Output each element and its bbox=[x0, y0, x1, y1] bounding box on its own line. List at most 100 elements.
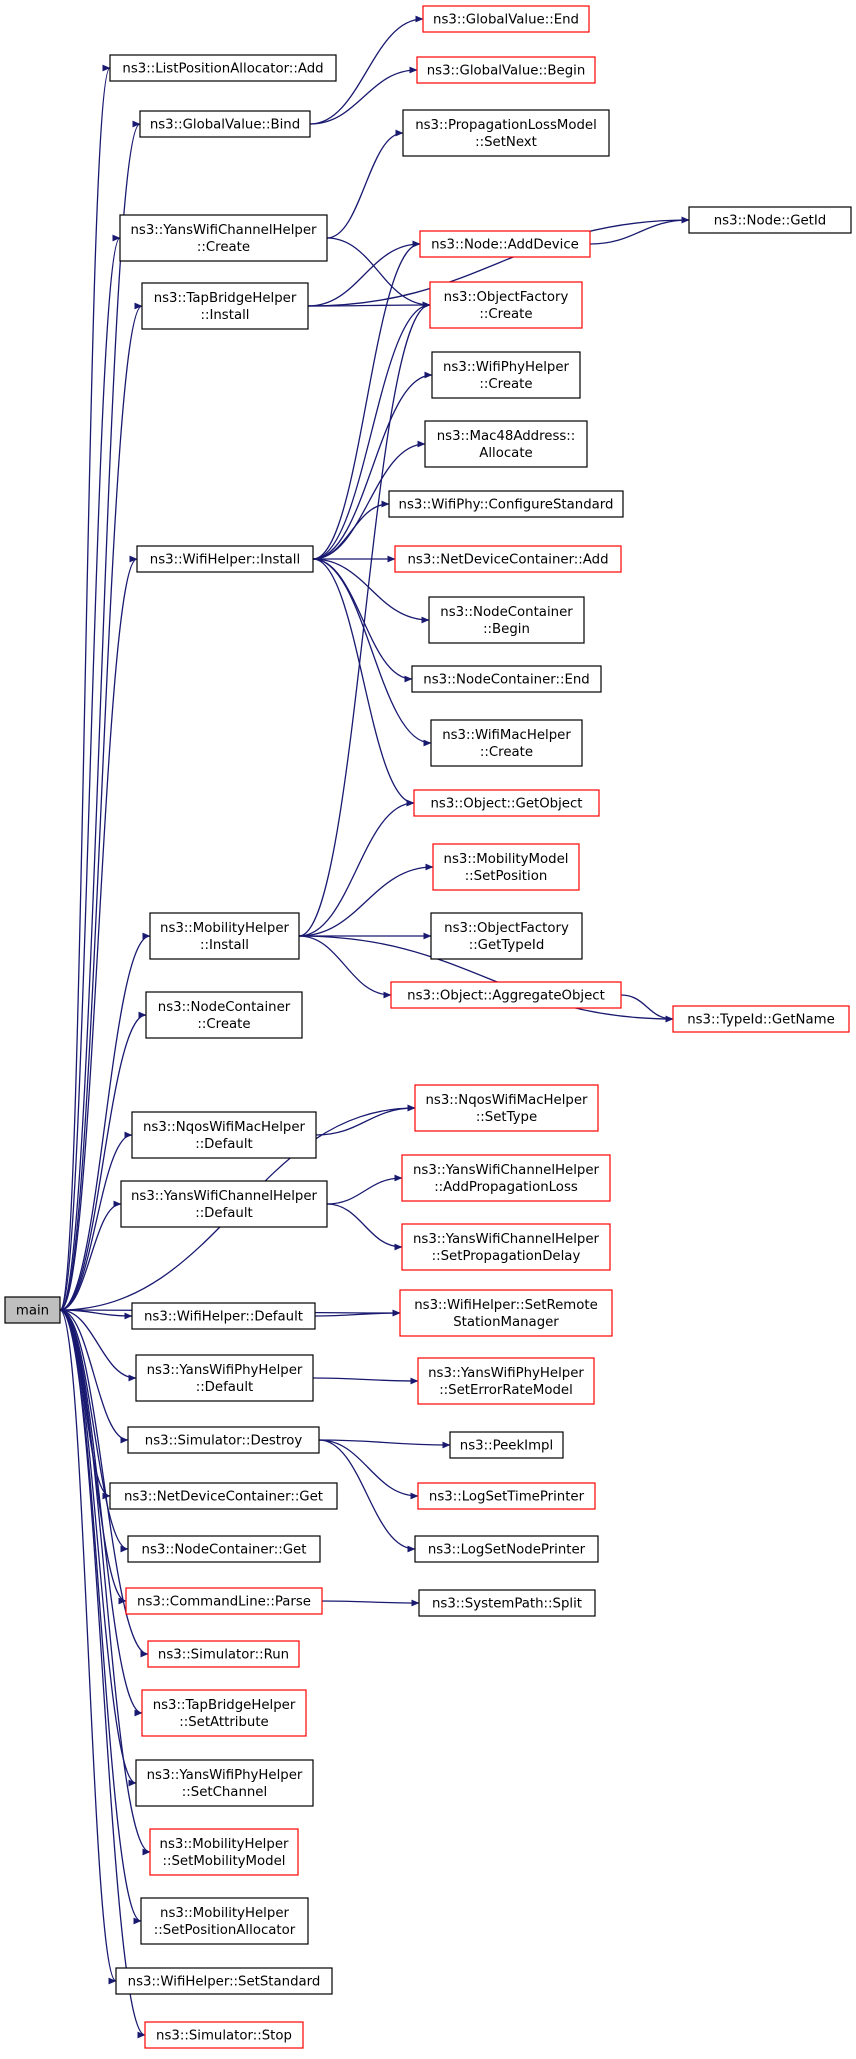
node-obj-getobject[interactable]: ns3::Object::GetObject bbox=[413, 789, 600, 817]
node-label: ns3::GlobalValue::End bbox=[433, 13, 579, 28]
node-box bbox=[417, 1357, 595, 1405]
node-box bbox=[125, 1587, 323, 1615]
node-label: ns3::MobilityHelper bbox=[160, 1906, 289, 1921]
node-label: ns3::Simulator::Stop bbox=[156, 2029, 292, 2044]
node-label: ::Create bbox=[197, 1017, 250, 1032]
node-box bbox=[149, 912, 300, 960]
edge-sim-destroy-to-log-node bbox=[318, 1439, 416, 1553]
edge-gv-bind-to-gv-end bbox=[309, 15, 424, 125]
node-label: ::SetMobilityModel bbox=[163, 1854, 286, 1869]
edge-ywch-default-to-ywch-addloss bbox=[326, 1174, 403, 1205]
node-box bbox=[109, 54, 337, 82]
node-box bbox=[127, 1535, 321, 1563]
node-obj-aggregate[interactable]: ns3::Object::AggregateObject bbox=[390, 981, 622, 1009]
node-typeid-getname[interactable]: ns3::TypeId::GetName bbox=[672, 1005, 850, 1033]
edge-main-to-ywph-default bbox=[59, 1309, 137, 1382]
node-ywch-addloss[interactable]: ns3::YansWifiChannelHelper::AddPropagati… bbox=[401, 1154, 611, 1202]
call-edges bbox=[59, 15, 690, 2039]
node-label: ns3::NodeContainer::End bbox=[423, 673, 589, 688]
node-label: ns3::CommandLine::Parse bbox=[137, 1595, 311, 1610]
node-box bbox=[115, 1967, 333, 1995]
node-label: StationManager bbox=[453, 1315, 559, 1330]
node-wph-create: ns3::WifiPhyHelper::Create bbox=[431, 351, 581, 399]
call-nodes: mainns3::ListPositionAllocator::Addns3::… bbox=[4, 5, 852, 2049]
node-box bbox=[417, 1482, 596, 1510]
node-label: ns3::Mac48Address:: bbox=[437, 429, 576, 444]
node-box bbox=[432, 843, 580, 891]
node-gv-begin[interactable]: ns3::GlobalValue::Begin bbox=[416, 56, 596, 84]
node-label: ::SetNext bbox=[475, 135, 537, 150]
node-label: ns3::NodeContainer bbox=[158, 1000, 291, 1015]
edge-tbh-install-to-of-create bbox=[307, 301, 431, 309]
node-label: main bbox=[16, 1304, 49, 1319]
node-label: ns3::YansWifiChannelHelper bbox=[413, 1232, 600, 1247]
node-ywch-setdelay[interactable]: ns3::YansWifiChannelHelper::SetPropagati… bbox=[401, 1223, 611, 1271]
node-label: ns3::PropagationLossModel bbox=[415, 118, 597, 133]
node-label: ns3::Simulator::Destroy bbox=[145, 1434, 303, 1449]
node-box bbox=[672, 1005, 850, 1033]
node-tbh-setattr[interactable]: ns3::TapBridgeHelper::SetAttribute bbox=[141, 1689, 307, 1737]
edge-main-to-ywch-default bbox=[59, 1200, 122, 1311]
node-of-create[interactable]: ns3::ObjectFactory::Create bbox=[429, 281, 583, 329]
edge-main-to-wh-setstandard bbox=[59, 1309, 117, 1985]
node-ndc-add[interactable]: ns3::NetDeviceContainer::Add bbox=[394, 545, 622, 573]
node-mh-setmodel[interactable]: ns3::MobilityHelper::SetMobilityModel bbox=[149, 1828, 299, 1876]
edge-main-to-lpa-add bbox=[59, 65, 111, 1311]
node-mh-setalloc: ns3::MobilityHelper::SetPositionAllocato… bbox=[140, 1897, 309, 1945]
node-sim-stop[interactable]: ns3::Simulator::Stop bbox=[144, 2021, 304, 2049]
node-label: ::SetAttribute bbox=[179, 1715, 269, 1730]
node-nqos-settype[interactable]: ns3::NqosWifiMacHelper::SetType bbox=[414, 1084, 599, 1132]
node-log-time[interactable]: ns3::LogSetTimePrinter bbox=[417, 1482, 596, 1510]
node-label: ::Begin bbox=[483, 622, 530, 637]
node-label: ::SetChannel bbox=[182, 1785, 267, 1800]
node-label: ::Install bbox=[200, 938, 249, 953]
node-node-getid: ns3::Node::GetId bbox=[688, 206, 852, 234]
edge-wh-install-to-wph-create bbox=[312, 371, 433, 560]
edge-ywch-default-to-ywch-setdelay bbox=[326, 1203, 403, 1251]
node-sp-split: ns3::SystemPath::Split bbox=[418, 1589, 596, 1617]
node-label: ns3::TapBridgeHelper bbox=[153, 1698, 296, 1713]
node-node-adddevice[interactable]: ns3::Node::AddDevice bbox=[419, 230, 591, 258]
node-cl-parse[interactable]: ns3::CommandLine::Parse bbox=[125, 1587, 323, 1615]
node-mm-setpos[interactable]: ns3::MobilityModel::SetPosition bbox=[432, 843, 580, 891]
edge-main-to-nc-create bbox=[59, 1011, 147, 1311]
node-label: ns3::GlobalValue::Bind bbox=[150, 118, 300, 133]
node-label: ::Default bbox=[195, 1137, 253, 1152]
node-sim-run[interactable]: ns3::Simulator::Run bbox=[147, 1640, 300, 1668]
node-wh-setstandard: ns3::WifiHelper::SetStandard bbox=[115, 1967, 333, 1995]
node-label: ns3::TapBridgeHelper bbox=[154, 291, 297, 306]
node-box bbox=[131, 1111, 317, 1159]
edge-tbh-install-to-node-getid bbox=[307, 216, 690, 307]
edge-main-to-nc-get bbox=[59, 1309, 129, 1553]
node-nqos-default: ns3::NqosWifiMacHelper::Default bbox=[131, 1111, 317, 1159]
node-plm-setnext: ns3::PropagationLossModel::SetNext bbox=[402, 109, 610, 157]
node-label: ns3::Node::AddDevice bbox=[431, 238, 579, 253]
edge-sim-destroy-to-peekimpl bbox=[318, 1439, 451, 1449]
node-label: ns3::YansWifiPhyHelper bbox=[147, 1768, 303, 1783]
edge-wh-default-to-wh-setremote bbox=[314, 1309, 401, 1317]
node-gv-end[interactable]: ns3::GlobalValue::End bbox=[422, 5, 590, 33]
edge-main-to-wh-install bbox=[59, 555, 138, 1311]
node-label: ns3::MobilityModel bbox=[444, 852, 569, 867]
node-label: ns3::Node::GetId bbox=[714, 214, 827, 229]
node-ywph-seterr[interactable]: ns3::YansWifiPhyHelper::SetErrorRateMode… bbox=[417, 1357, 595, 1405]
node-ywph-setchannel: ns3::YansWifiPhyHelper::SetChannel bbox=[135, 1759, 314, 1807]
node-box bbox=[449, 1431, 564, 1459]
node-label: ::Create bbox=[479, 377, 532, 392]
node-box bbox=[414, 1084, 599, 1132]
node-label: ns3::WifiHelper::Install bbox=[150, 553, 300, 568]
node-box bbox=[431, 351, 581, 399]
node-main: main bbox=[4, 1296, 61, 1324]
node-box bbox=[430, 912, 583, 960]
node-box bbox=[413, 789, 600, 817]
node-label: ::Default bbox=[195, 1206, 253, 1221]
node-label: ns3::WifiHelper::SetStandard bbox=[128, 1975, 321, 1990]
node-sim-destroy: ns3::Simulator::Destroy bbox=[127, 1426, 320, 1454]
node-wh-install: ns3::WifiHelper::Install bbox=[136, 545, 314, 573]
node-box bbox=[145, 991, 303, 1039]
node-ywph-default: ns3::YansWifiPhyHelper::Default bbox=[135, 1354, 314, 1402]
node-ywch-create: ns3::YansWifiChannelHelper::Create bbox=[119, 214, 328, 262]
edge-main-to-tbh-setattr bbox=[59, 1309, 143, 1717]
node-wh-default: ns3::WifiHelper::Default bbox=[131, 1302, 316, 1330]
